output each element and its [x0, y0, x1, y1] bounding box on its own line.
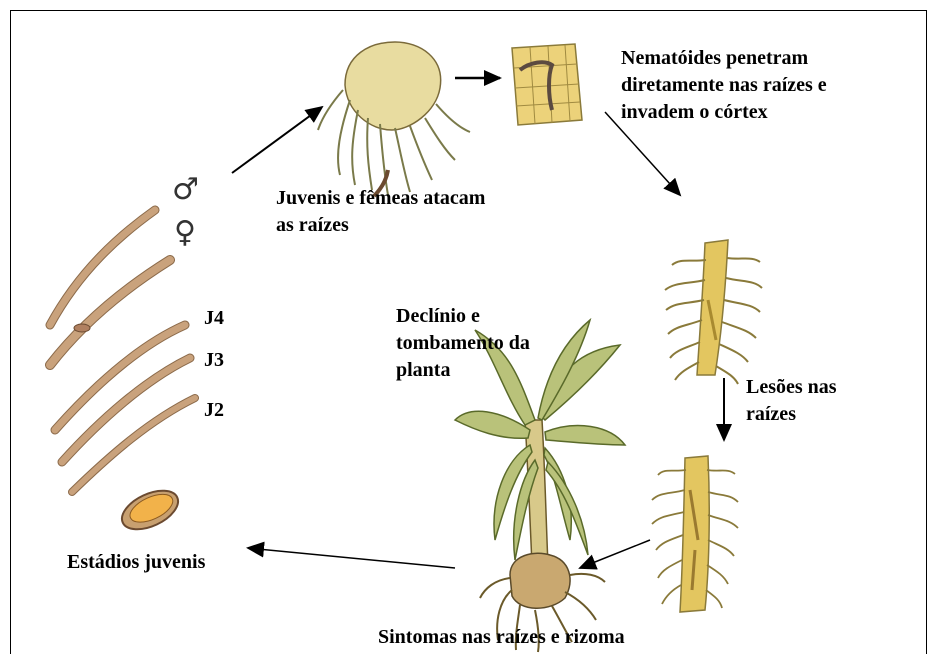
male-symbol: ♂	[172, 175, 199, 205]
arrow-roots-to-rhizome	[580, 540, 650, 568]
label-juvenile-stages: Estádios juvenis	[67, 550, 205, 574]
label-penetrate-line3: invadem o córtex	[621, 100, 768, 124]
root-bulb	[318, 42, 470, 196]
nematode-group	[50, 210, 195, 492]
banana-plant	[455, 320, 625, 652]
root-cortex	[512, 44, 582, 125]
arrow-cortex-to-lesion	[605, 112, 680, 195]
label-symptoms: Sintomas nas raízes e rizoma	[378, 625, 625, 649]
arrow-plant-to-juveniles	[248, 548, 455, 568]
label-penetrate-line1: Nematóides penetram	[621, 46, 808, 70]
label-decline-line2: tombamento da	[396, 331, 530, 355]
label-stage-j4: J4	[204, 306, 224, 330]
label-decline-line1: Declínio e	[396, 304, 480, 328]
arrow-juveniles-to-roots	[232, 107, 322, 173]
label-attack-line1: Juvenis e fêmeas atacam	[276, 186, 485, 210]
label-stage-j2: J2	[204, 398, 224, 422]
label-penetrate-line2: diretamente nas raízes e	[621, 73, 827, 97]
rhizome	[510, 553, 570, 608]
label-lesions-line1: Lesões nas	[746, 375, 837, 399]
label-stage-j3: J3	[204, 348, 224, 372]
female-symbol: ♀	[174, 218, 196, 248]
egg	[116, 483, 184, 537]
label-attack-line2: as raízes	[276, 213, 349, 237]
lesioned-root-lower	[652, 456, 738, 612]
lesioned-root-upper	[665, 240, 762, 384]
label-decline-line3: planta	[396, 358, 450, 382]
label-lesions-line2: raízes	[746, 402, 796, 426]
